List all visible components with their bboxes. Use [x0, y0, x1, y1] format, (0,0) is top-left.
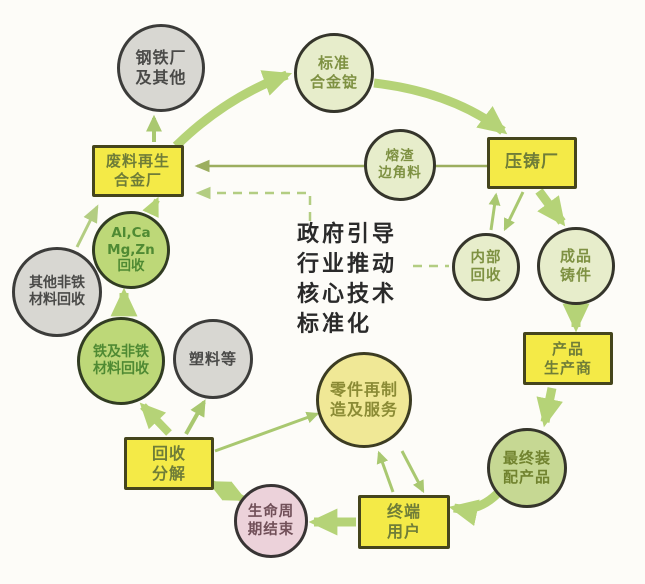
node-final-assembled-product: 最终装 配产品 [487, 428, 567, 508]
arrow-othernonferrous-to-scrapplant [75, 204, 99, 248]
node-recycling-decomposition: 回收 分解 [124, 437, 214, 490]
arrow-scrapplant-to-ingot [172, 70, 293, 150]
node-parts-remanufacturing-and-service: 零件再制 造及服务 [316, 352, 412, 448]
arrow-decomposition-to-ferrous [139, 402, 172, 436]
node-steel-plant: 钢铁厂 及其他 [117, 24, 205, 112]
arrow-internal-to-diecasting [488, 192, 501, 231]
arrow-remanufacturing-to-enduser [400, 450, 425, 494]
node-die-casting-plant: 压铸厂 [487, 137, 577, 189]
arrow-manufacturer-to-assembly [536, 387, 563, 428]
arrow-assembly-to-enduser [448, 489, 502, 526]
arrow-enduser-to-remanufacturing [376, 450, 395, 493]
center-slogan: 政府引导 行业推动 核心技术 标准化 [297, 222, 398, 337]
arrow-decomposition-to-plastics [184, 399, 206, 435]
node-end-user: 终端 用户 [358, 495, 450, 549]
node-al-ca-mg-zn-recycling: Al,Ca Mg,Zn 回收 [92, 211, 170, 289]
arrow-decomposition-to-remanufacturing [214, 411, 320, 453]
arrow-endoflife-to-decomposition [207, 479, 247, 503]
node-finished-castings: 成品 铸件 [537, 227, 615, 305]
node-end-of-life: 生命周 期结束 [234, 484, 308, 558]
arrow-diecasting-to-castings [535, 188, 566, 227]
node-standard-alloy-ingot: 标准 合金锭 [294, 33, 374, 113]
arrow-ingot-to-diecasting [373, 78, 508, 135]
node-ferrous-nonferrous-material-recycling: 铁及非铁 材料回收 [77, 317, 165, 405]
node-slag-and-edge-scrap: 熔渣 边角料 [364, 129, 436, 201]
node-product-manufacturer: 产品 生产商 [523, 332, 613, 385]
arrow-diecasting-to-internal [503, 191, 525, 232]
arrow-alca-to-scrapplant [142, 196, 160, 218]
node-internal-recycling: 内部 回收 [452, 233, 520, 301]
node-plastics-etc: 塑料等 [173, 319, 253, 399]
node-other-nonferrous-material-recycling: 其他非铁 材料回收 [12, 247, 102, 337]
dashed-centertext-to-scrapplant [195, 186, 312, 221]
node-scrap-recycled-alloy-plant: 废料再生 合金厂 [92, 145, 184, 197]
